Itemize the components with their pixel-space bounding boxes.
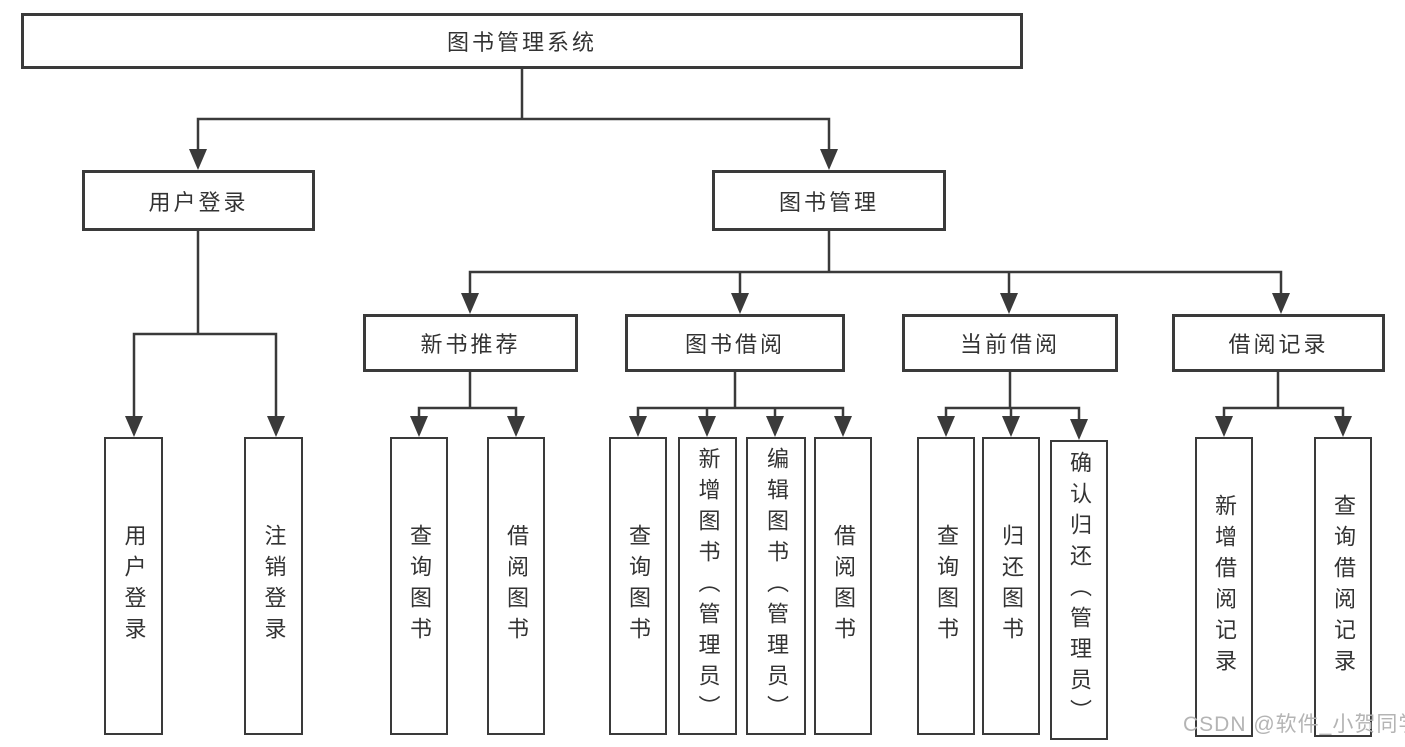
node-label: 注销登录 [261,524,287,648]
arrow-heads [125,149,1352,440]
leaf-borrow-books-borrowing: 借阅图书 [814,437,872,735]
node-user-login: 用户登录 [82,170,315,231]
leaf-logout: 注销登录 [244,437,303,735]
node-label: 确认归还（管理员） [1067,450,1092,730]
leaf-return-book: 归还图书 [982,437,1040,735]
node-label: 归还图书 [999,524,1024,648]
leaf-query-books-recommend: 查询图书 [390,437,448,735]
node-label: 借阅图书 [831,524,856,648]
leaf-borrow-books-recommend: 借阅图书 [487,437,545,735]
node-label: 查询借阅记录 [1331,494,1356,680]
node-label: 查询图书 [407,524,432,648]
node-label: 当前借阅 [959,332,1060,357]
node-label: 借阅图书 [504,524,529,648]
node-label: 编辑图书（管理员） [764,446,789,726]
node-label: 查询图书 [626,524,651,648]
node-label: 查询图书 [934,524,959,648]
node-label: 图书管理系统 [446,30,597,55]
leaf-query-borrow-record: 查询借阅记录 [1314,437,1372,737]
leaf-user-login: 用户登录 [104,437,163,735]
node-label: 用户登录 [148,189,249,215]
node-label: 图书管理 [778,189,879,215]
leaf-query-books-borrowing: 查询图书 [609,437,667,735]
leaf-add-book-admin: 新增图书（管理员） [678,437,737,735]
leaf-edit-book-admin: 编辑图书（管理员） [746,437,806,735]
leaf-confirm-return-admin: 确认归还（管理员） [1050,440,1108,740]
watermark-text: CSDN @软件_小贺同学 [1183,713,1405,736]
node-label: 用户登录 [121,524,147,648]
node-label: 图书借阅 [684,332,785,357]
node-label: 借阅记录 [1228,332,1329,357]
node-library-management-system: 图书管理系统 [21,13,1023,69]
node-borrowing-records: 借阅记录 [1172,314,1385,372]
leaf-add-borrow-record: 新增借阅记录 [1195,437,1253,737]
node-label: 新增借阅记录 [1212,494,1237,680]
node-book-management: 图书管理 [712,170,946,231]
node-book-borrowing: 图书借阅 [625,314,845,372]
node-new-book-recommend: 新书推荐 [363,314,578,372]
leaf-query-books-current: 查询图书 [917,437,975,735]
node-label: 新增图书（管理员） [695,446,721,726]
node-label: 新书推荐 [420,332,521,357]
node-current-borrowing: 当前借阅 [902,314,1118,372]
